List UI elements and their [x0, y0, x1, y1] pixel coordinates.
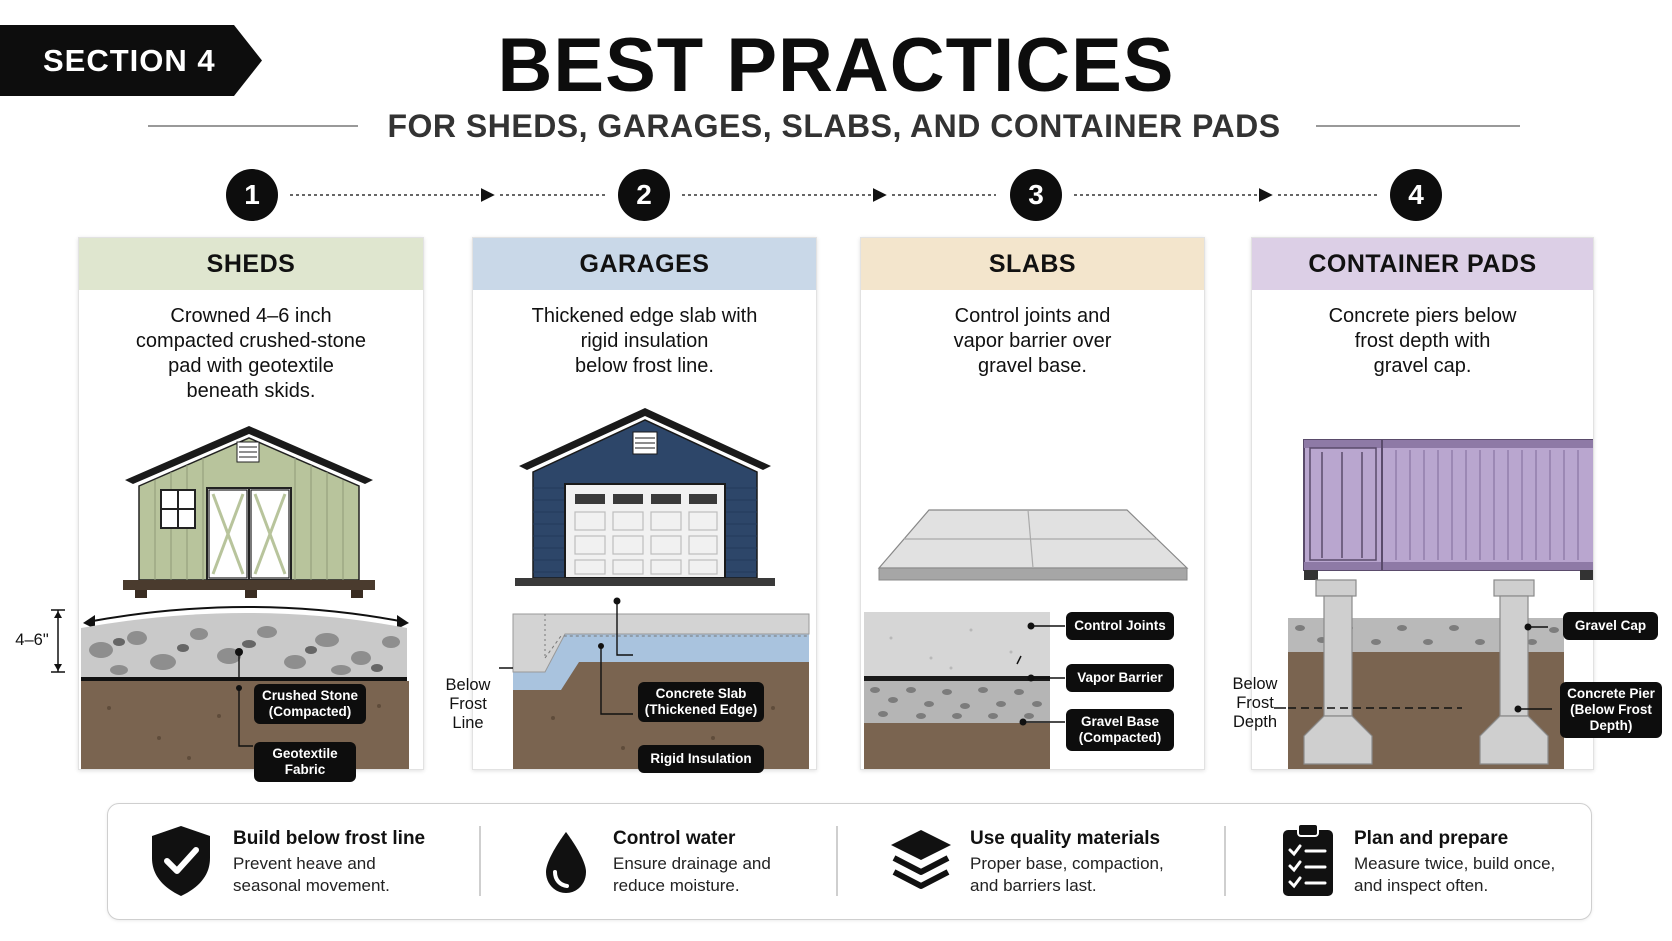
- tip-text: Measure twice, build once, and inspect o…: [1354, 854, 1556, 895]
- tip-control-water: Control water Ensure drainage and reduce…: [543, 804, 863, 919]
- callout-concrete-slab: Concrete Slab (Thickened Edge): [638, 682, 764, 722]
- page-subtitle: FOR SHEDS, GARAGES, SLABS, AND CONTAINER…: [387, 108, 1281, 144]
- card-sheds-description: Crowned 4–6 inch compacted crushed-stone…: [135, 305, 367, 402]
- tip-divider: [1224, 826, 1226, 896]
- subtitle-row: FOR SHEDS, GARAGES, SLABS, AND CONTAINER…: [148, 104, 1520, 148]
- tip-text: Ensure drainage and reduce moisture.: [613, 854, 771, 895]
- tip-divider: [479, 826, 481, 896]
- tip-plan-and-prepare: Plan and prepare Measure twice, build on…: [1280, 804, 1580, 919]
- container-frost-depth-label: Below Frost Depth: [1232, 675, 1278, 731]
- layers-icon: [891, 830, 951, 889]
- section-tag-label: SECTION 4: [43, 42, 216, 78]
- clipboard-checklist-icon: [1283, 823, 1333, 896]
- card-container-pads: CONTAINER PADS Concrete piers below fros…: [1251, 237, 1594, 770]
- step-connector-arrows: [290, 188, 1378, 202]
- container-illustration: [1274, 439, 1593, 769]
- callout-concrete-pier: Concrete Pier (Below Frost Depth): [1560, 682, 1662, 738]
- section-tag: SECTION 4: [0, 25, 262, 96]
- card-container-pads-description: Concrete piers below frost depth with gr…: [1328, 305, 1517, 377]
- tip-title: Use quality materials: [970, 828, 1161, 849]
- card-slabs-description: Control joints and vapor barrier over gr…: [953, 305, 1112, 377]
- card-sheds: SHEDS Crowned 4–6 inch compacted crushed…: [78, 237, 424, 770]
- step-4-badge: 4: [1390, 169, 1442, 221]
- card-sheds-header: SHEDS: [79, 238, 423, 290]
- water-drop-icon: [546, 832, 586, 893]
- tip-divider: [836, 826, 838, 896]
- tip-title: Control water: [613, 828, 736, 849]
- card-garages-description: Thickened edge slab with rigid insulatio…: [531, 305, 758, 377]
- garage-frost-line-label: Below Frost Line: [445, 676, 491, 732]
- subtitle-rule-left: [148, 125, 358, 127]
- tip-build-below-frost-line: Build below frost line Prevent heave and…: [148, 804, 468, 919]
- card-garages-header: GARAGES: [473, 238, 816, 290]
- callout-gravel-base: Gravel Base (Compacted): [1066, 709, 1174, 751]
- shed-depth-label: 4–6": [15, 631, 49, 649]
- tip-title: Build below frost line: [233, 828, 426, 849]
- shield-check-icon: [152, 826, 210, 896]
- page-title: BEST PRACTICES: [497, 23, 1175, 108]
- callout-gravel-cap: Gravel Cap: [1563, 612, 1658, 640]
- best-practices-tips-panel: Build below frost line Prevent heave and…: [107, 803, 1592, 920]
- tip-text: Prevent heave and seasonal movement.: [233, 854, 390, 895]
- card-slabs-header: SLABS: [861, 238, 1204, 290]
- tip-text: Proper base, compaction, and barriers la…: [970, 854, 1164, 895]
- step-2-badge: 2: [618, 169, 670, 221]
- callout-rigid-insulation: Rigid Insulation: [638, 745, 764, 773]
- subtitle-rule-right: [1316, 125, 1520, 127]
- garage-illustration: [499, 408, 810, 769]
- step-3-badge: 3: [1010, 169, 1062, 221]
- shed-illustration: [81, 426, 409, 769]
- step-1-badge: 1: [226, 169, 278, 221]
- tip-use-quality-materials: Use quality materials Proper base, compa…: [888, 804, 1228, 919]
- card-container-pads-header: CONTAINER PADS: [1252, 238, 1593, 290]
- card-garages: GARAGES Thickened edge slab with rigid i…: [472, 237, 817, 770]
- callout-control-joints: Control Joints: [1066, 612, 1174, 640]
- tip-title: Plan and prepare: [1354, 828, 1509, 849]
- slab-illustration: [864, 509, 1189, 769]
- callout-vapor-barrier: Vapor Barrier: [1066, 664, 1174, 692]
- callout-crushed-stone: Crushed Stone (Compacted): [254, 684, 366, 724]
- callout-geotextile-fabric: Geotextile Fabric: [254, 742, 356, 782]
- shed-depth-marker: [51, 609, 65, 673]
